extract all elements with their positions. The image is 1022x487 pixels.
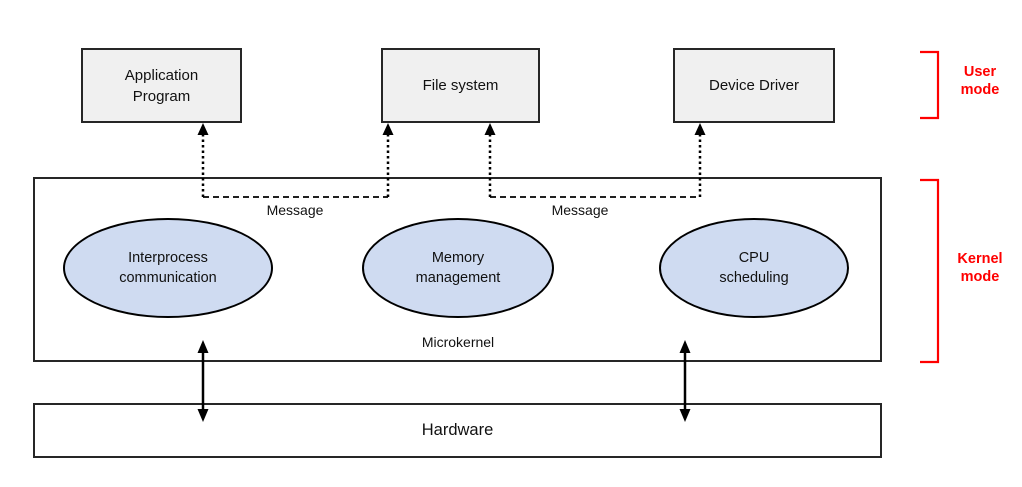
user-mode-label: User mode xyxy=(960,64,1000,98)
user-mode-bracket xyxy=(920,50,940,120)
microkernel-label: Microkernel xyxy=(421,334,495,350)
box-label: Device Driver xyxy=(708,77,799,94)
ellipse-label: CPU scheduling xyxy=(719,250,789,286)
ellipse-memory-management: Memory management xyxy=(362,218,554,318)
box-label: Application Program xyxy=(124,66,199,105)
arrowhead-up-file-system-left xyxy=(382,123,394,135)
box-label: File system xyxy=(422,77,499,94)
message-label-right: Message xyxy=(551,202,609,218)
arrowhead-up-file-system-right xyxy=(484,123,496,135)
hardware-label: Hardware xyxy=(421,421,494,439)
box-device-driver: Device Driver xyxy=(673,48,835,123)
ellipse-label: Interprocess communication xyxy=(119,250,217,286)
box-file-system: File system xyxy=(381,48,540,123)
kernel-mode-label: Kernel mode xyxy=(957,251,1003,285)
ellipse-interprocess-communication: Interprocess communication xyxy=(63,218,273,318)
arrowhead-up-app-program xyxy=(197,123,209,135)
arrowhead-up-device-driver xyxy=(694,123,706,135)
box-application-program: Application Program xyxy=(81,48,242,123)
message-label-left: Message xyxy=(266,202,324,218)
kernel-mode-bracket xyxy=(920,178,940,364)
ellipse-label: Memory management xyxy=(415,250,501,286)
hardware-box xyxy=(33,403,882,458)
ellipse-cpu-scheduling: CPU scheduling xyxy=(659,218,849,318)
